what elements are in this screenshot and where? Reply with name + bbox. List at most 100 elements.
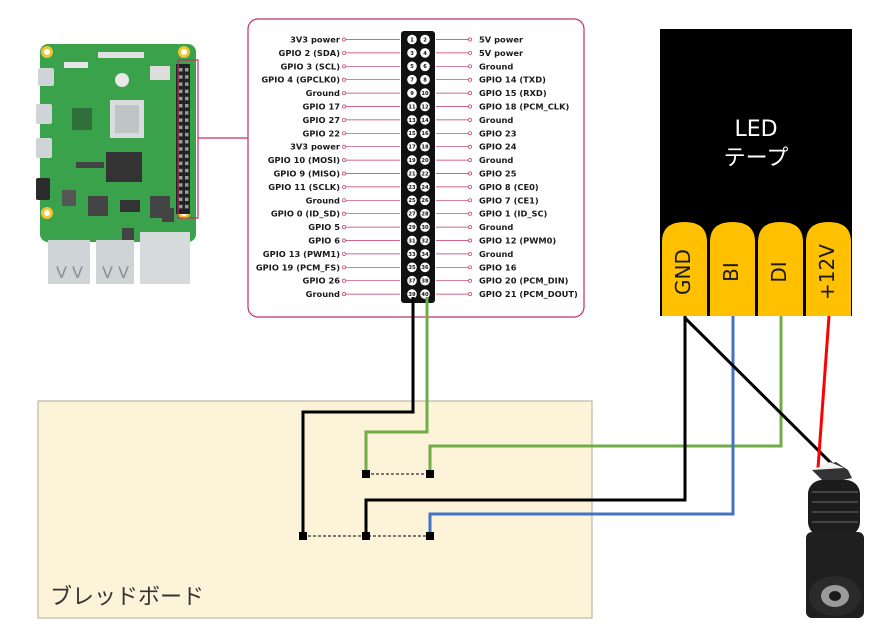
pin-label-right: GPIO 20 (PCM_DIN) <box>479 276 569 286</box>
pin-number: 6 <box>423 64 427 70</box>
breadboard <box>37 400 593 619</box>
pin-label-right: GPIO 7 (CE1) <box>479 195 539 205</box>
pin-number: 21 <box>408 171 416 177</box>
led-pad-label: GND <box>671 249 695 295</box>
breadboard-connections <box>299 470 434 540</box>
pin-circle <box>420 115 430 125</box>
pin-number: 28 <box>421 212 429 218</box>
wire-red-12v <box>816 315 831 469</box>
pin-label-left: GPIO 6 <box>308 236 340 246</box>
pin-circle <box>407 61 417 72</box>
wire-black-gpio-ground <box>301 297 415 536</box>
pin-circle <box>420 74 430 85</box>
pin-number: 18 <box>421 145 429 151</box>
breadboard-label: ブレッドボード <box>50 585 204 610</box>
pin-circle <box>420 235 430 246</box>
pin-label-left: GPIO 19 (PCM_FS) <box>256 262 340 272</box>
pin-label-right: GPIO 14 (TXD) <box>479 75 546 85</box>
pin-row: GPIO 2 (SDA) 3 4 5V power <box>279 48 524 58</box>
pin-label-left: GPIO 10 (MOSI) <box>268 155 341 165</box>
pin-number: 12 <box>421 104 429 110</box>
pin-label-left: GPIO 27 <box>303 115 341 125</box>
pin-label-right: 5V power <box>479 48 524 58</box>
pin-label-left: GPIO 3 (SCL) <box>280 61 340 71</box>
board-gpio-pins <box>179 68 189 209</box>
pin-circle <box>420 88 430 98</box>
pin-circle <box>407 289 417 299</box>
wire-black-gnd-to-jack <box>683 316 838 470</box>
pin-number: 37 <box>408 279 416 285</box>
pin-label-right: GPIO 24 <box>479 142 517 152</box>
pin-circle <box>420 208 430 219</box>
led-strip-subtitle: テープ <box>724 146 789 171</box>
pin-number: 3 <box>410 51 414 57</box>
pin-number: 39 <box>408 292 416 298</box>
pin-label-left: GPIO 17 <box>303 102 341 112</box>
pin-circle <box>420 141 430 152</box>
pin-number: 10 <box>421 91 429 97</box>
pin-number: 32 <box>421 238 429 244</box>
pin-number: 9 <box>410 91 414 97</box>
pin-label-left: GPIO 13 (PWM1) <box>263 249 340 259</box>
pin-label-right: GPIO 25 <box>479 169 517 179</box>
pin-number: 8 <box>423 78 427 84</box>
pin-number: 20 <box>421 158 429 164</box>
wire-green-gpio21 <box>364 297 429 474</box>
pin-label-left: GPIO 4 (GPCLK0) <box>261 75 340 85</box>
pin-circle <box>420 101 430 112</box>
pin-circle <box>407 168 417 179</box>
pin-label-right: Ground <box>479 155 513 165</box>
pin-number: 33 <box>408 252 416 258</box>
pin-label-left: GPIO 26 <box>303 276 341 286</box>
pin-label-left: GPIO 9 (MISO) <box>273 169 340 179</box>
pin-label-right: 5V power <box>479 35 524 45</box>
pin-label-left: GPIO 2 (SDA) <box>279 48 341 58</box>
pin-circle <box>420 34 430 45</box>
pin-label-left: GPIO 5 <box>308 222 340 232</box>
raspberry-pi-board: V V V V <box>36 44 199 284</box>
pin-label-left: Ground <box>306 195 340 205</box>
pin-row: GPIO 9 (MISO) 21 22 GPIO 25 <box>273 169 516 179</box>
pin-circle <box>407 182 417 192</box>
pin-number: 29 <box>408 225 416 231</box>
led-pad: BI <box>710 222 755 316</box>
pin-number: 13 <box>408 118 416 124</box>
pin-circle <box>407 141 417 152</box>
led-pad-label: DI <box>767 261 791 282</box>
pin-number: 1 <box>410 37 414 43</box>
wire-black-gnd <box>364 316 687 536</box>
pin-number: 22 <box>421 171 429 177</box>
pin-number: 36 <box>421 265 429 271</box>
pin-circle <box>420 275 430 286</box>
led-strip-pads: GND BI DI +12V <box>662 222 851 316</box>
pin-label-right: Ground <box>479 222 513 232</box>
pin-label-right: GPIO 16 <box>479 262 517 272</box>
pin-number: 4 <box>423 51 427 57</box>
led-pad-label: +12V <box>815 244 839 300</box>
pin-number: 34 <box>421 252 429 258</box>
pin-circle <box>407 235 417 246</box>
wires <box>301 297 838 536</box>
pin-label-right: Ground <box>479 115 513 125</box>
pin-number: 24 <box>421 185 429 191</box>
led-pad: +12V <box>806 222 851 316</box>
pin-label-left: Ground <box>306 88 340 98</box>
pin-circle <box>420 61 430 72</box>
pin-circle <box>407 155 417 165</box>
pin-circle <box>420 249 430 259</box>
pin-label-right: GPIO 8 (CE0) <box>479 182 539 192</box>
pin-circle <box>420 289 430 299</box>
pin-circle <box>407 249 417 259</box>
